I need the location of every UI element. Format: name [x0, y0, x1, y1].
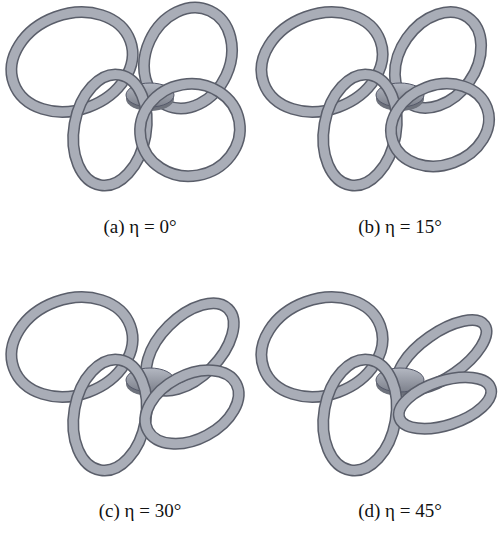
panel-caption: (d) η = 45° [358, 500, 442, 522]
panel-a [0, 0, 248, 191]
panel-caption: (c) η = 30° [99, 500, 182, 522]
panel-b [247, 0, 499, 191]
panel-c [0, 281, 251, 477]
panel-caption: (b) η = 15° [358, 216, 442, 238]
panel-caption: (a) η = 0° [103, 216, 176, 238]
panel-d [247, 281, 497, 477]
